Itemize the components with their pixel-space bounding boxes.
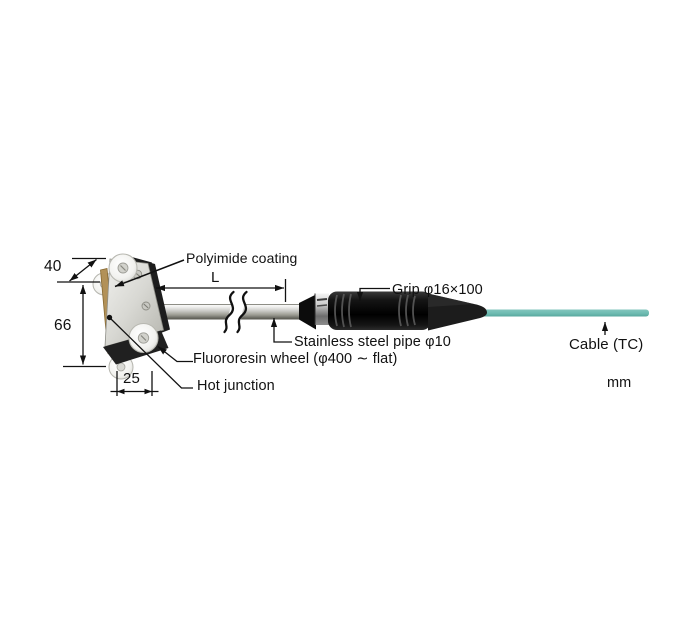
dimension-lines xyxy=(57,257,609,396)
stainless-pipe xyxy=(150,304,305,320)
leader-grip xyxy=(356,287,390,301)
grip-label: Grip φ16×100 xyxy=(392,282,483,298)
hot-junction-label: Hot junction xyxy=(197,378,275,394)
cable-label: Cable (TC) xyxy=(569,336,644,353)
dim-40-label: 40 xyxy=(44,258,62,275)
length-L-label: L xyxy=(211,269,220,286)
leader-wheel xyxy=(157,345,193,363)
leader-polyimide xyxy=(114,259,185,288)
break-mark xyxy=(223,290,248,334)
unit-mm-label: mm xyxy=(607,375,632,391)
cable xyxy=(481,309,649,317)
dim-25-label: 25 xyxy=(123,370,140,387)
hot-junction-point xyxy=(106,314,113,321)
fluororesin-wheel-label: Fluororesin wheel (φ400 ∼ flat) xyxy=(193,351,398,367)
leader-pipe xyxy=(270,318,292,343)
dim-66-label: 66 xyxy=(54,317,72,334)
grip xyxy=(299,291,487,331)
front-top-wheel xyxy=(108,253,138,283)
sensor-head xyxy=(92,253,170,380)
polyimide-coating-label: Polyimide coating xyxy=(186,250,298,266)
dim40-arrow xyxy=(69,258,97,282)
plate-screws xyxy=(132,269,151,311)
stainless-pipe-label: Stainless steel pipe φ10 xyxy=(294,334,451,350)
leader-hot-junction xyxy=(110,318,193,389)
front-bottom-wheel xyxy=(128,322,159,354)
